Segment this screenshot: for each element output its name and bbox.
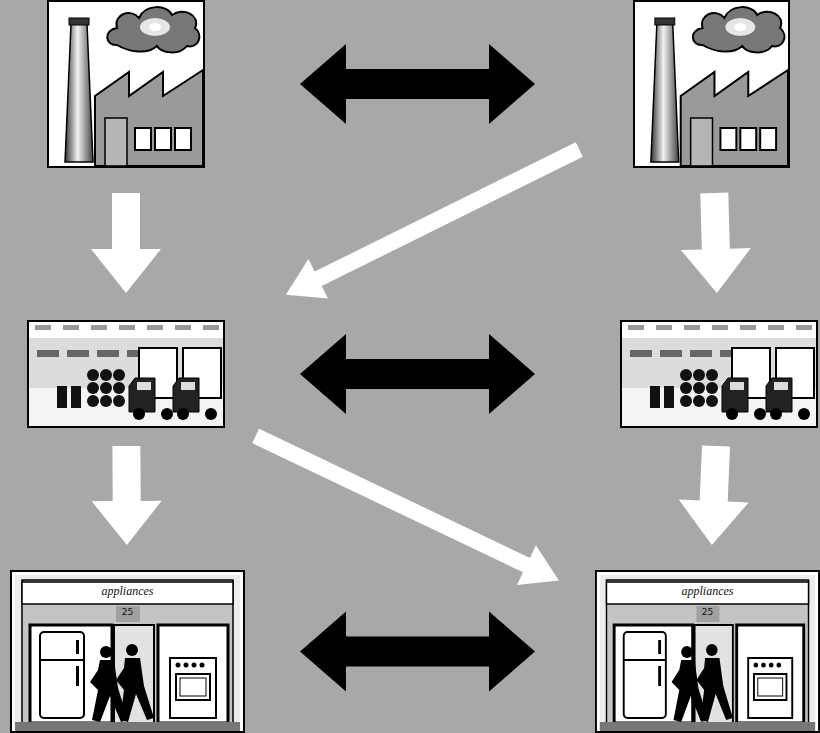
factory-icon [48, 1, 204, 167]
flow-arrow [252, 429, 559, 585]
warehouse-icon [621, 321, 817, 427]
warehouse-icon [28, 321, 224, 427]
factory-node [633, 0, 790, 168]
exchange-arrow [300, 44, 535, 124]
store-node: appliances 25 [595, 570, 820, 733]
store-icon [596, 571, 819, 732]
street-number: 25 [595, 608, 820, 617]
flow-arrow [679, 445, 749, 545]
store-sign: appliances [10, 585, 245, 597]
store-sign: appliances [595, 585, 820, 597]
warehouse-node [27, 320, 225, 428]
store-node: appliances 25 [10, 570, 245, 733]
flow-arrow [681, 193, 751, 293]
store-icon [11, 571, 244, 732]
exchange-arrow [300, 612, 535, 692]
exchange-arrow [300, 334, 535, 414]
flow-arrow [286, 142, 583, 298]
flow-arrow [92, 446, 162, 545]
flow-arrow [91, 193, 161, 293]
street-number: 25 [10, 608, 245, 617]
factory-icon [634, 1, 789, 167]
factory-node [47, 0, 205, 168]
warehouse-node [620, 320, 818, 428]
